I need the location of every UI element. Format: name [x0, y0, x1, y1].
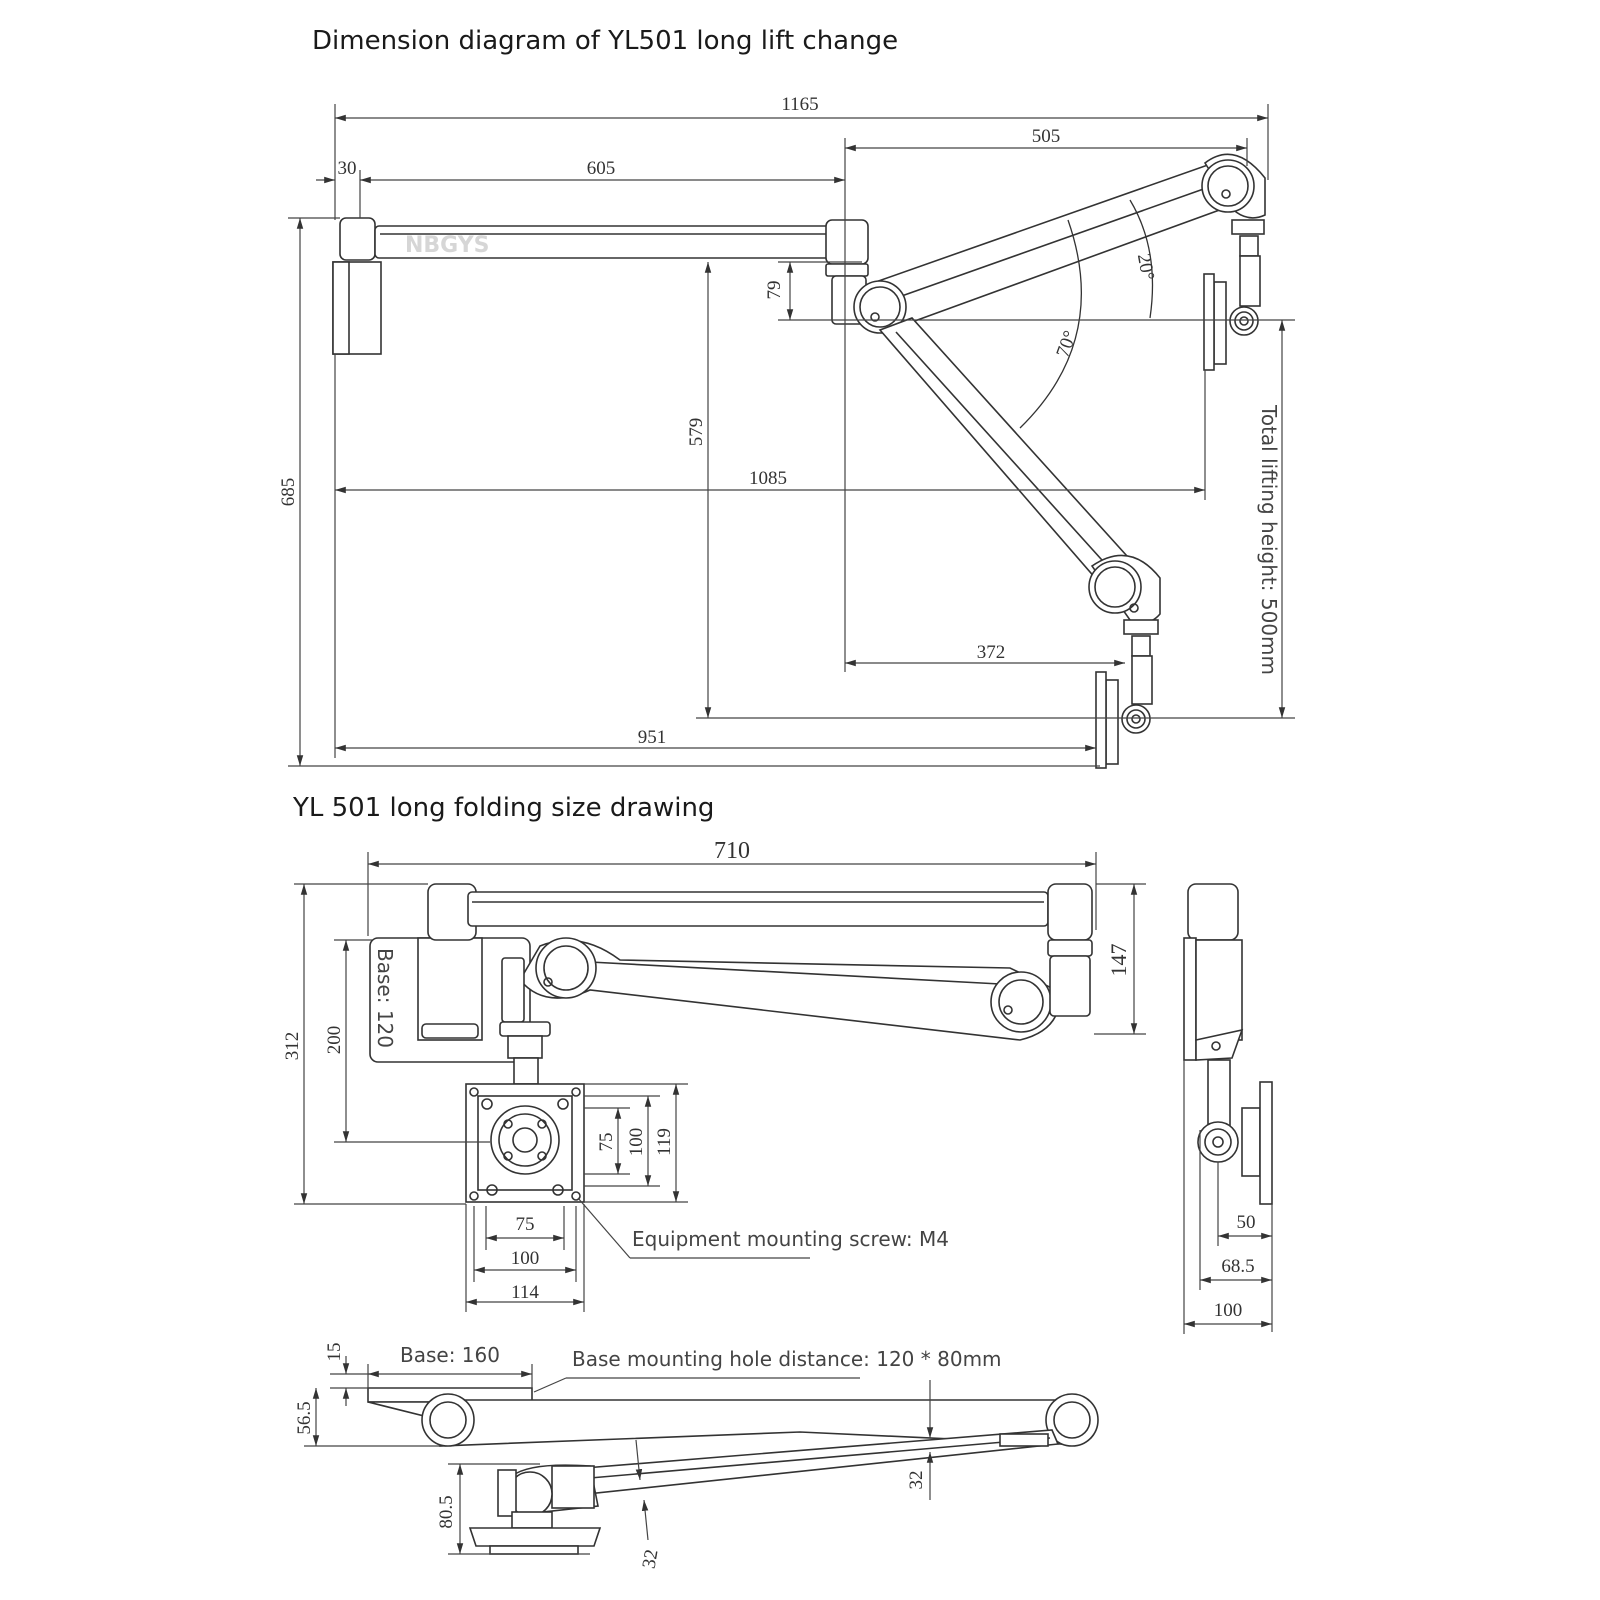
dim-605: 605 — [587, 158, 616, 179]
dim-114: 114 — [511, 1282, 539, 1303]
dim-200: 200 — [324, 1026, 345, 1055]
dim-710: 710 — [714, 838, 750, 864]
dim-15: 15 — [324, 1343, 345, 1362]
dim-75-vertical: 75 — [596, 1133, 617, 1152]
dim-32-right: 32 — [906, 1471, 927, 1490]
dim-75-horizontal: 75 — [516, 1214, 535, 1235]
bottom-dimension-labels: 15 Base: 160 Base mounting hole distance… — [294, 1343, 1002, 1571]
dim-56-5: 56.5 — [294, 1401, 315, 1434]
watermark: NBGYS — [405, 233, 490, 258]
dim-579: 579 — [686, 418, 707, 447]
folding-dimension-labels: 710 147 Base: 120 312 200 75 100 119 75 … — [282, 838, 1256, 1321]
bottom-dimension-lines — [304, 1356, 934, 1555]
dim-100-side: 100 — [1214, 1300, 1243, 1321]
base-hole-note: Base mounting hole distance: 120 * 80mm — [572, 1347, 1002, 1371]
base-120-label: Base: 120 — [373, 948, 397, 1048]
dim-147: 147 — [1106, 944, 1131, 977]
folding-dimension-lines — [294, 852, 1273, 1334]
dim-1165: 1165 — [781, 94, 818, 115]
dim-79: 79 — [764, 281, 785, 300]
dim-951: 951 — [638, 727, 667, 748]
folding-drawing-title: YL 501 long folding size drawing — [293, 793, 715, 823]
dim-100-horizontal: 100 — [511, 1248, 540, 1269]
dim-68-5: 68.5 — [1221, 1256, 1254, 1277]
dim-505: 505 — [1032, 126, 1061, 147]
lift-diagram-title: Dimension diagram of YL501 long lift cha… — [312, 26, 899, 56]
lift-diagram — [332, 153, 1266, 769]
mounting-screw-note: Equipment mounting screw: M4 — [632, 1227, 949, 1251]
dim-100-vertical: 100 — [626, 1128, 647, 1157]
lift-dimension-labels: 1165 505 30 605 79 20° 70° 579 685 1085 … — [278, 94, 1281, 748]
dim-312: 312 — [282, 1032, 303, 1061]
dim-1085: 1085 — [749, 468, 787, 489]
lowered-arm — [878, 317, 1161, 769]
folded-side-view — [1183, 883, 1273, 1205]
dim-32-lower: 32 — [639, 1548, 663, 1570]
dim-372: 372 — [977, 642, 1006, 663]
dim-685: 685 — [278, 478, 299, 507]
total-lift-label: Total lifting height: 500mm — [1257, 404, 1281, 675]
dim-80-5: 80.5 — [436, 1495, 457, 1528]
dim-30: 30 — [338, 158, 357, 179]
dim-119: 119 — [654, 1128, 675, 1156]
folded-front-view — [369, 883, 1093, 1203]
lift-dimension-lines — [288, 104, 1295, 767]
dim-20-degrees: 20° — [1133, 252, 1158, 282]
upper-arm — [374, 219, 869, 325]
angle-arc-70 — [1019, 219, 1083, 429]
base-160-label: Base: 160 — [400, 1343, 500, 1367]
angle-arc-20 — [1129, 199, 1154, 319]
wall-plate — [332, 217, 382, 355]
dim-50: 50 — [1237, 1212, 1256, 1233]
bottom-folded-view — [367, 1387, 1099, 1555]
